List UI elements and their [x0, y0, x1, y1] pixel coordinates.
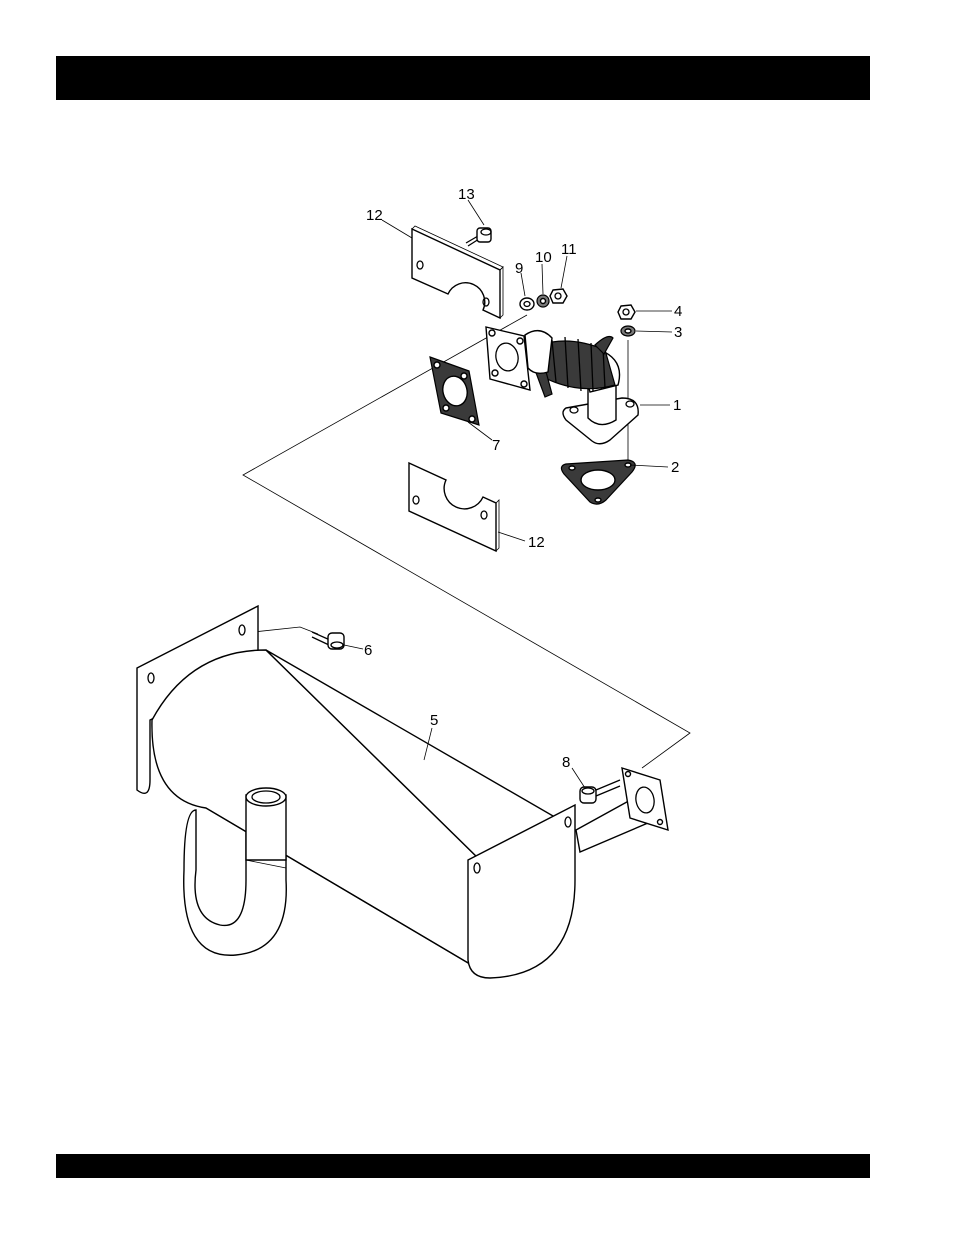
callout-12-upper: 12: [366, 207, 383, 224]
bolt-13: [466, 228, 491, 246]
nut-4: [618, 305, 635, 319]
callout-11: 11: [561, 241, 577, 258]
callout-6: 6: [364, 642, 372, 659]
callout-3: 3: [674, 324, 682, 341]
callout-7: 7: [492, 437, 500, 454]
callout-4: 4: [674, 303, 682, 320]
nut-11: [550, 289, 567, 303]
gasket-7: [430, 357, 479, 425]
washer-3: [621, 326, 635, 336]
callout-9: 9: [515, 260, 523, 277]
callout-10: 10: [535, 249, 552, 266]
leader-lines: [344, 200, 672, 788]
callout-2: 2: [671, 459, 679, 476]
bolt-8: [580, 780, 620, 803]
lock-washer-10: [537, 295, 549, 307]
callout-12-lower: 12: [528, 534, 545, 551]
bolt-6: [312, 632, 344, 649]
washer-9: [520, 298, 534, 310]
callout-13: 13: [458, 186, 475, 203]
callout-5: 5: [430, 712, 438, 729]
heat-shield-lower: [409, 463, 499, 551]
callout-1: 1: [673, 397, 681, 414]
exhaust-elbow-1: [486, 327, 638, 444]
gasket-2: [561, 460, 635, 504]
callout-8: 8: [562, 754, 570, 771]
